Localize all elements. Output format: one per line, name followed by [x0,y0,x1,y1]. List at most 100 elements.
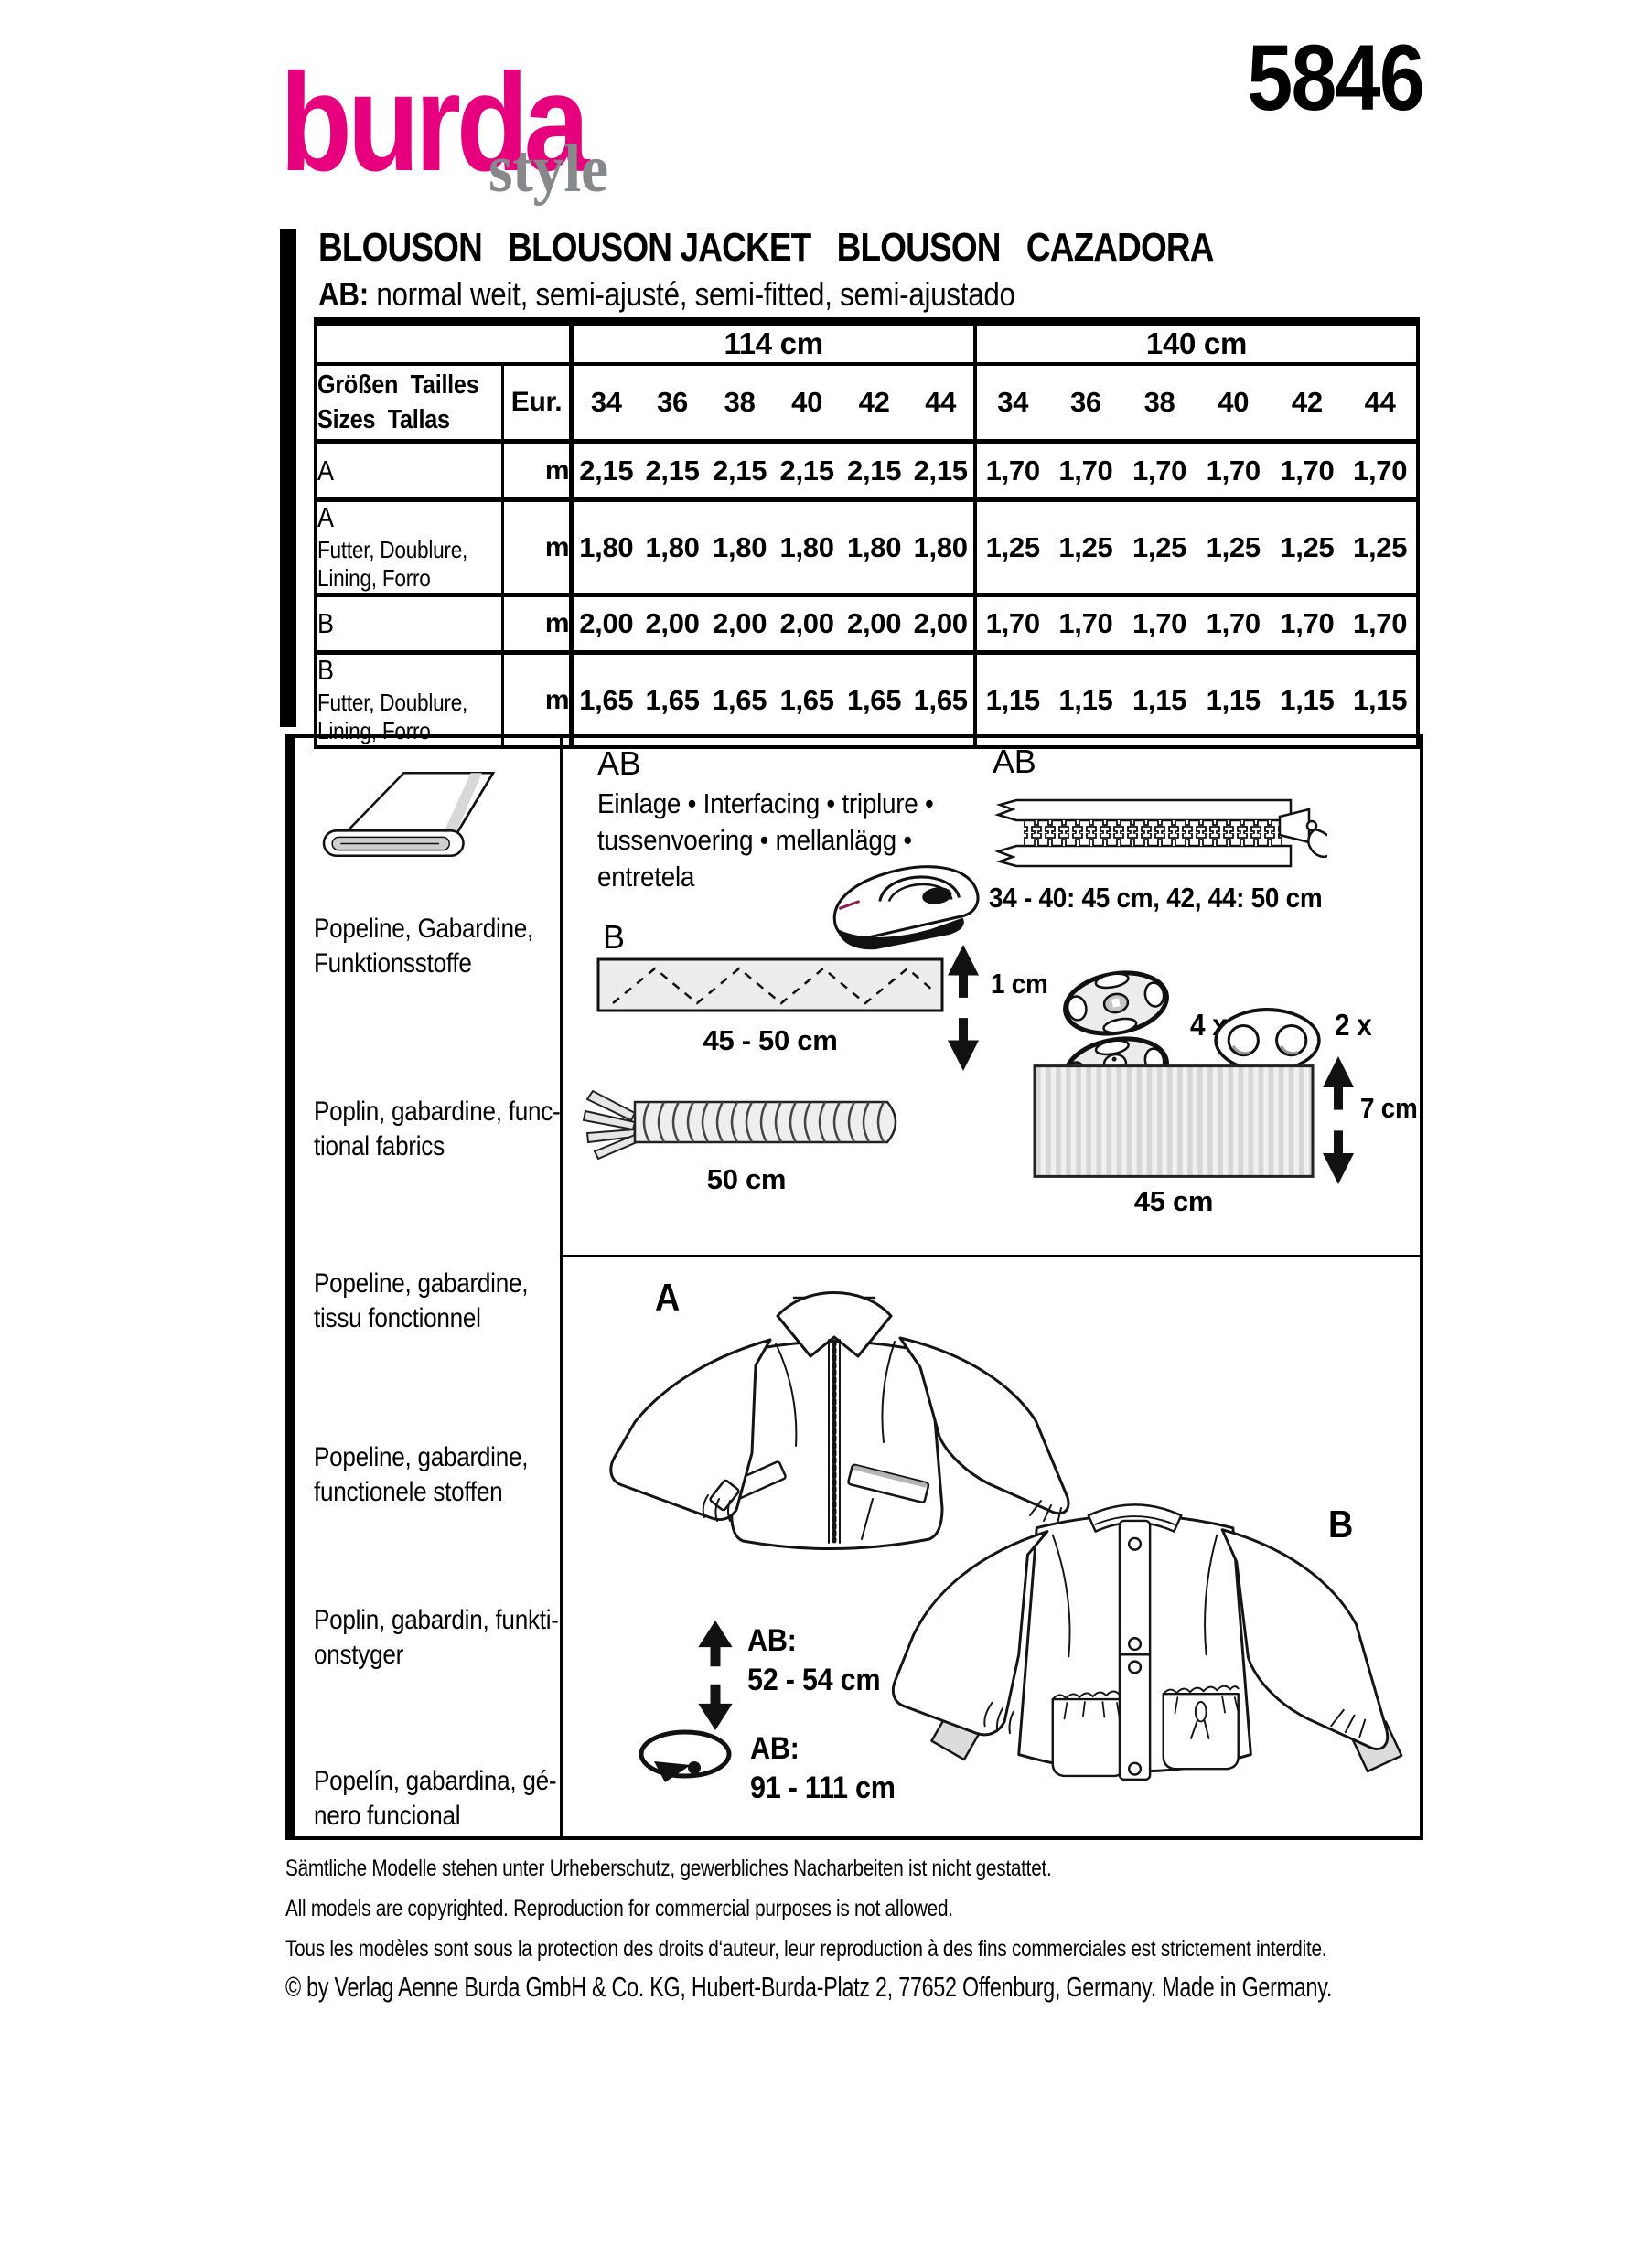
brand-logo: burda [280,45,590,200]
cord-stopper-icon [1214,1008,1321,1073]
sizes-header: Größen Tailles Sizes Tallas [316,363,503,444]
value-cell: 1,15 [1132,683,1187,716]
value-cell: 1,25 [1196,499,1271,597]
ribbing-height-arrow-icon [1323,1056,1354,1184]
value-cell: 1,25 [1270,499,1345,597]
size-col: 36 [639,363,706,444]
value-cell: 1,65 [779,683,834,716]
size-col: 34 [972,363,1049,444]
fabric-text-es: Popelín, gabardina, gé- nero funcional [314,1766,557,1831]
value-cell: 1,25 [1344,499,1418,597]
fabric-text-en: Poplin, gabardine, func- tional fabrics [314,1097,561,1161]
value-cell: 1,15 [1058,683,1113,716]
fit-description: AB: normal weit, semi-ajusté, semi-fitte… [318,274,1015,314]
value-cell: 1,65 [713,683,767,716]
copyright-line-publisher: © by Verlag Aenne Burda GmbH & Co. KG, H… [285,1971,1333,2003]
value-cell: 2,00 [773,594,841,655]
drawstring-cord-icon [582,1089,897,1161]
value-cell: 1,80 [773,499,841,597]
value-cell: 2,00 [907,594,975,655]
fabric-text-fr: Popeline, gabardine, tissu fonctionnel [314,1268,529,1333]
unit-cell: m [500,441,572,502]
cord-length: 50 cm [706,1163,787,1195]
value-cell: 1,70 [1196,594,1271,655]
pattern-number: 5846 [1247,26,1424,130]
girth-icon [639,1729,732,1782]
value-cell: 1,70 [1048,441,1123,502]
length-label: AB: [747,1623,797,1658]
value-cell: 1,70 [1344,441,1418,502]
value-cell: 1,80 [907,499,975,597]
row-label: A [316,441,503,502]
value-cell: 1,70 [972,441,1049,502]
ribbing-width: 7 cm [1360,1092,1418,1124]
jacket-a-drawing [609,1291,1070,1551]
unit-cell: m [500,499,572,597]
value-cell: 1,15 [972,652,1049,747]
value-cell: 1,25 [972,499,1049,597]
length-arrow-icon [698,1621,733,1730]
value-cell: 1,25 [1048,499,1123,597]
value-cell: 1,70 [1196,441,1271,502]
jacket-b-drawing [892,1503,1403,1781]
value-cell: 1,15 [1280,683,1335,716]
value-cell: 1,65 [569,652,639,747]
size-col: 42 [1270,363,1345,444]
value-cell: 2,15 [907,441,975,502]
back-length-annotation: AB: 52 - 54 cm [747,1621,881,1700]
value-cell: 1,70 [1122,441,1197,502]
tape-width: 1 cm [991,968,1048,1000]
size-col: 34 [569,363,639,444]
interfacing-text: Einlage • Interfacing • triplure • tusse… [597,787,934,893]
iron-icon [832,865,980,950]
size-col: 42 [840,363,908,444]
brand-logo-sub: style [488,132,608,207]
girth-value: 91 - 111 cm [750,1771,896,1805]
girth-annotation: AB:91 - 111 cm [750,1729,896,1808]
zipper-section-label: AB [993,743,1036,780]
length-value: 52 - 54 cm [747,1663,881,1697]
value-cell: 1,70 [1344,594,1418,655]
size-col: 38 [1122,363,1197,444]
fabric-text-nl: Popeline, gabardine, functionele stoffen [314,1442,529,1507]
table-row-view-a: A m 2,15 2,15 2,15 2,15 2,15 2,15 1,70 1… [316,441,1418,502]
interfacing-section-label: AB [597,744,641,782]
value-cell: 1,80 [569,499,639,597]
size-col: 40 [1196,363,1271,444]
yardage-table: 114 cm 140 cm Größen Tailles Sizes Talla… [314,317,1420,749]
view-a-label: A [655,1276,681,1319]
value-cell: 1,70 [972,594,1049,655]
value-cell: 2,00 [569,594,639,655]
value-cell: 1,70 [1270,594,1345,655]
value-cell: 2,15 [840,441,908,502]
table-row-view-b: B m 2,00 2,00 2,00 2,00 2,00 2,00 1,70 1… [316,594,1418,655]
fabric-width-140: 140 cm [972,321,1418,366]
size-col: 44 [1344,363,1418,444]
copyright-line-fr: Tous les modèles sont sous la protection… [285,1936,1327,1962]
value-cell: 1,65 [847,683,902,716]
row-label: B [316,594,503,655]
value-cell: 1,25 [1122,499,1197,597]
value-cell: 2,00 [639,594,706,655]
ribbing-icon [1033,1064,1315,1178]
value-cell: 1,70 [1122,594,1197,655]
table-row: Größen Tailles Sizes Tallas Eur. 34 36 3… [316,363,1418,444]
fabric-text-sv: Poplin, gabardin, funkti- onstyger [314,1605,559,1670]
value-cell: 1,80 [840,499,908,597]
fabric-column-divider [560,738,563,1836]
tape-length: 45 - 50 cm [703,1024,838,1056]
title-bar [280,229,296,727]
ribbing-length: 45 cm [1133,1185,1214,1217]
zipper-length: 34 - 40: 45 cm, 42, 44: 50 cm [989,882,1323,914]
unit-cell: m [500,652,572,747]
fit-label: AB: [318,275,369,313]
eur-header: Eur. [500,363,572,444]
zipper-icon [994,798,1327,868]
value-cell: 2,15 [773,441,841,502]
view-b-label: B [1328,1503,1354,1546]
value-cell: 2,15 [569,441,639,502]
